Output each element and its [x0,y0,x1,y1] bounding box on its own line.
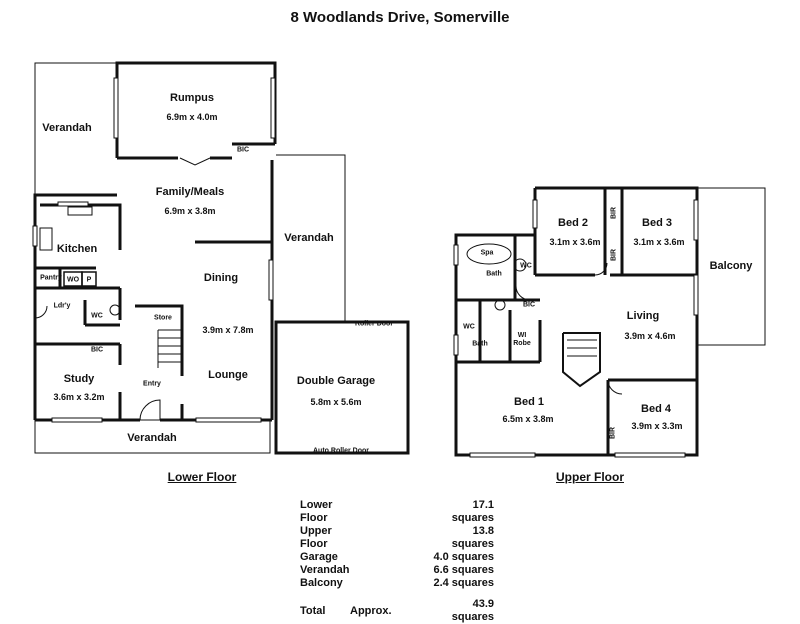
wo-label: WO [66,276,80,284]
living-dim: 3.9m x 4.6m [624,331,676,341]
verandah-left-outline [34,62,117,198]
area-approx [350,577,428,590]
living-label: Living [626,310,660,322]
bic-upper-label: BIC [522,301,536,309]
balcony-label: Balcony [709,260,753,272]
bath2-label: Bath [472,340,488,348]
spa-label: Spa [480,249,494,257]
family-meals-label: Family/Meals [155,186,225,198]
dining-label: Dining [203,272,239,284]
wc1-label: WC [520,262,532,270]
bed3-label: Bed 3 [642,217,672,229]
area-row: Garage 4.0 squares [300,551,494,564]
verandah-bottom-label: Verandah [127,432,177,444]
bir1-label: BIR [610,206,618,220]
area-row: Balcony 2.4 squares [300,577,494,590]
entry-label: Entry [143,380,161,388]
study-dim: 3.6m x 3.2m [53,392,105,402]
spa-tub [466,243,512,265]
roller-door-label: Roller Door [354,320,394,328]
area-total-approx: Approx. [350,604,392,617]
bed4-label: Bed 4 [641,403,671,415]
upper-floor-label: Upper Floor [556,470,624,484]
lounge-label: Lounge [208,369,248,381]
area-value: 13.8 squares [451,525,494,550]
stairs-lower [157,329,182,368]
area-label: Garage [300,551,338,563]
wc-lower-label: WC [91,312,103,320]
stairs-upper [567,339,597,357]
verandah-bottom-outline [34,419,271,454]
area-label: Verandah [300,564,350,576]
lower-floor-label: Lower Floor [167,470,237,484]
area-row: Lower Floor 17.1 squares [300,499,494,525]
family-meals-dim: 6.9m x 3.8m [164,206,216,216]
area-row: Upper Floor 13.8 squares [300,525,494,551]
area-approx [350,551,428,564]
bed2-dim: 3.1m x 3.6m [549,237,601,247]
study-label: Study [63,373,95,385]
area-schedule: Lower Floor 17.1 squares Upper Floor 13.… [300,499,494,624]
laundry-label: Ldr'y [53,302,71,310]
plan-title: 8 Woodlands Drive, Somerville [290,9,510,26]
area-label: Balcony [300,577,343,589]
bir3-label: BIR [609,426,617,440]
store-label: Store [154,314,172,322]
area-total-label: Total [300,604,326,617]
area-total-value: 43.9 squares [451,598,494,623]
bath1-label: Bath [486,270,502,278]
store-walls [135,304,184,376]
bed2-label: Bed 2 [558,217,588,229]
balcony-outline [696,187,766,346]
p-label: P [86,276,92,284]
floor-plan-drawing [32,61,766,458]
wi-robe-label: WI Robe [513,332,531,347]
area-total-row: Total Approx. 43.9 squares [300,590,494,624]
area-approx [350,564,428,577]
garage-dim: 5.8m x 5.6m [310,397,362,407]
verandah-left-label: Verandah [42,122,92,134]
pantry-label: Pantry [40,274,62,282]
garage-label: Double Garage [296,375,376,387]
bed3-dim: 3.1m x 3.6m [633,237,685,247]
area-approx [350,525,428,551]
rumpus-dim: 6.9m x 4.0m [166,112,218,122]
area-approx [350,499,428,525]
lounge-dim: 3.9m x 7.8m [202,325,254,335]
area-label: Upper Floor [300,525,332,550]
area-value: 6.6 squares [433,564,494,576]
verandah-right-label: Verandah [284,232,334,244]
bir2-label: BIR [610,248,618,262]
bic-rumpus-label: BIC [236,146,250,154]
kitchen-label: Kitchen [56,243,98,255]
area-row: Verandah 6.6 squares [300,564,494,577]
auto-roller-door-label: Auto Roller Door [313,447,369,455]
rumpus-label: Rumpus [170,92,214,104]
wc2-label: WC [463,323,475,331]
area-value: 2.4 squares [433,577,494,589]
bic-study-label: BIC [90,346,104,354]
bed1-label: Bed 1 [514,396,544,408]
bed1-dim: 6.5m x 3.8m [502,414,554,424]
area-value: 17.1 squares [451,499,494,524]
area-value: 4.0 squares [433,551,494,563]
bed4-dim: 3.9m x 3.3m [631,421,683,431]
garage-walls [274,320,410,455]
area-label: Lower Floor [300,499,333,524]
